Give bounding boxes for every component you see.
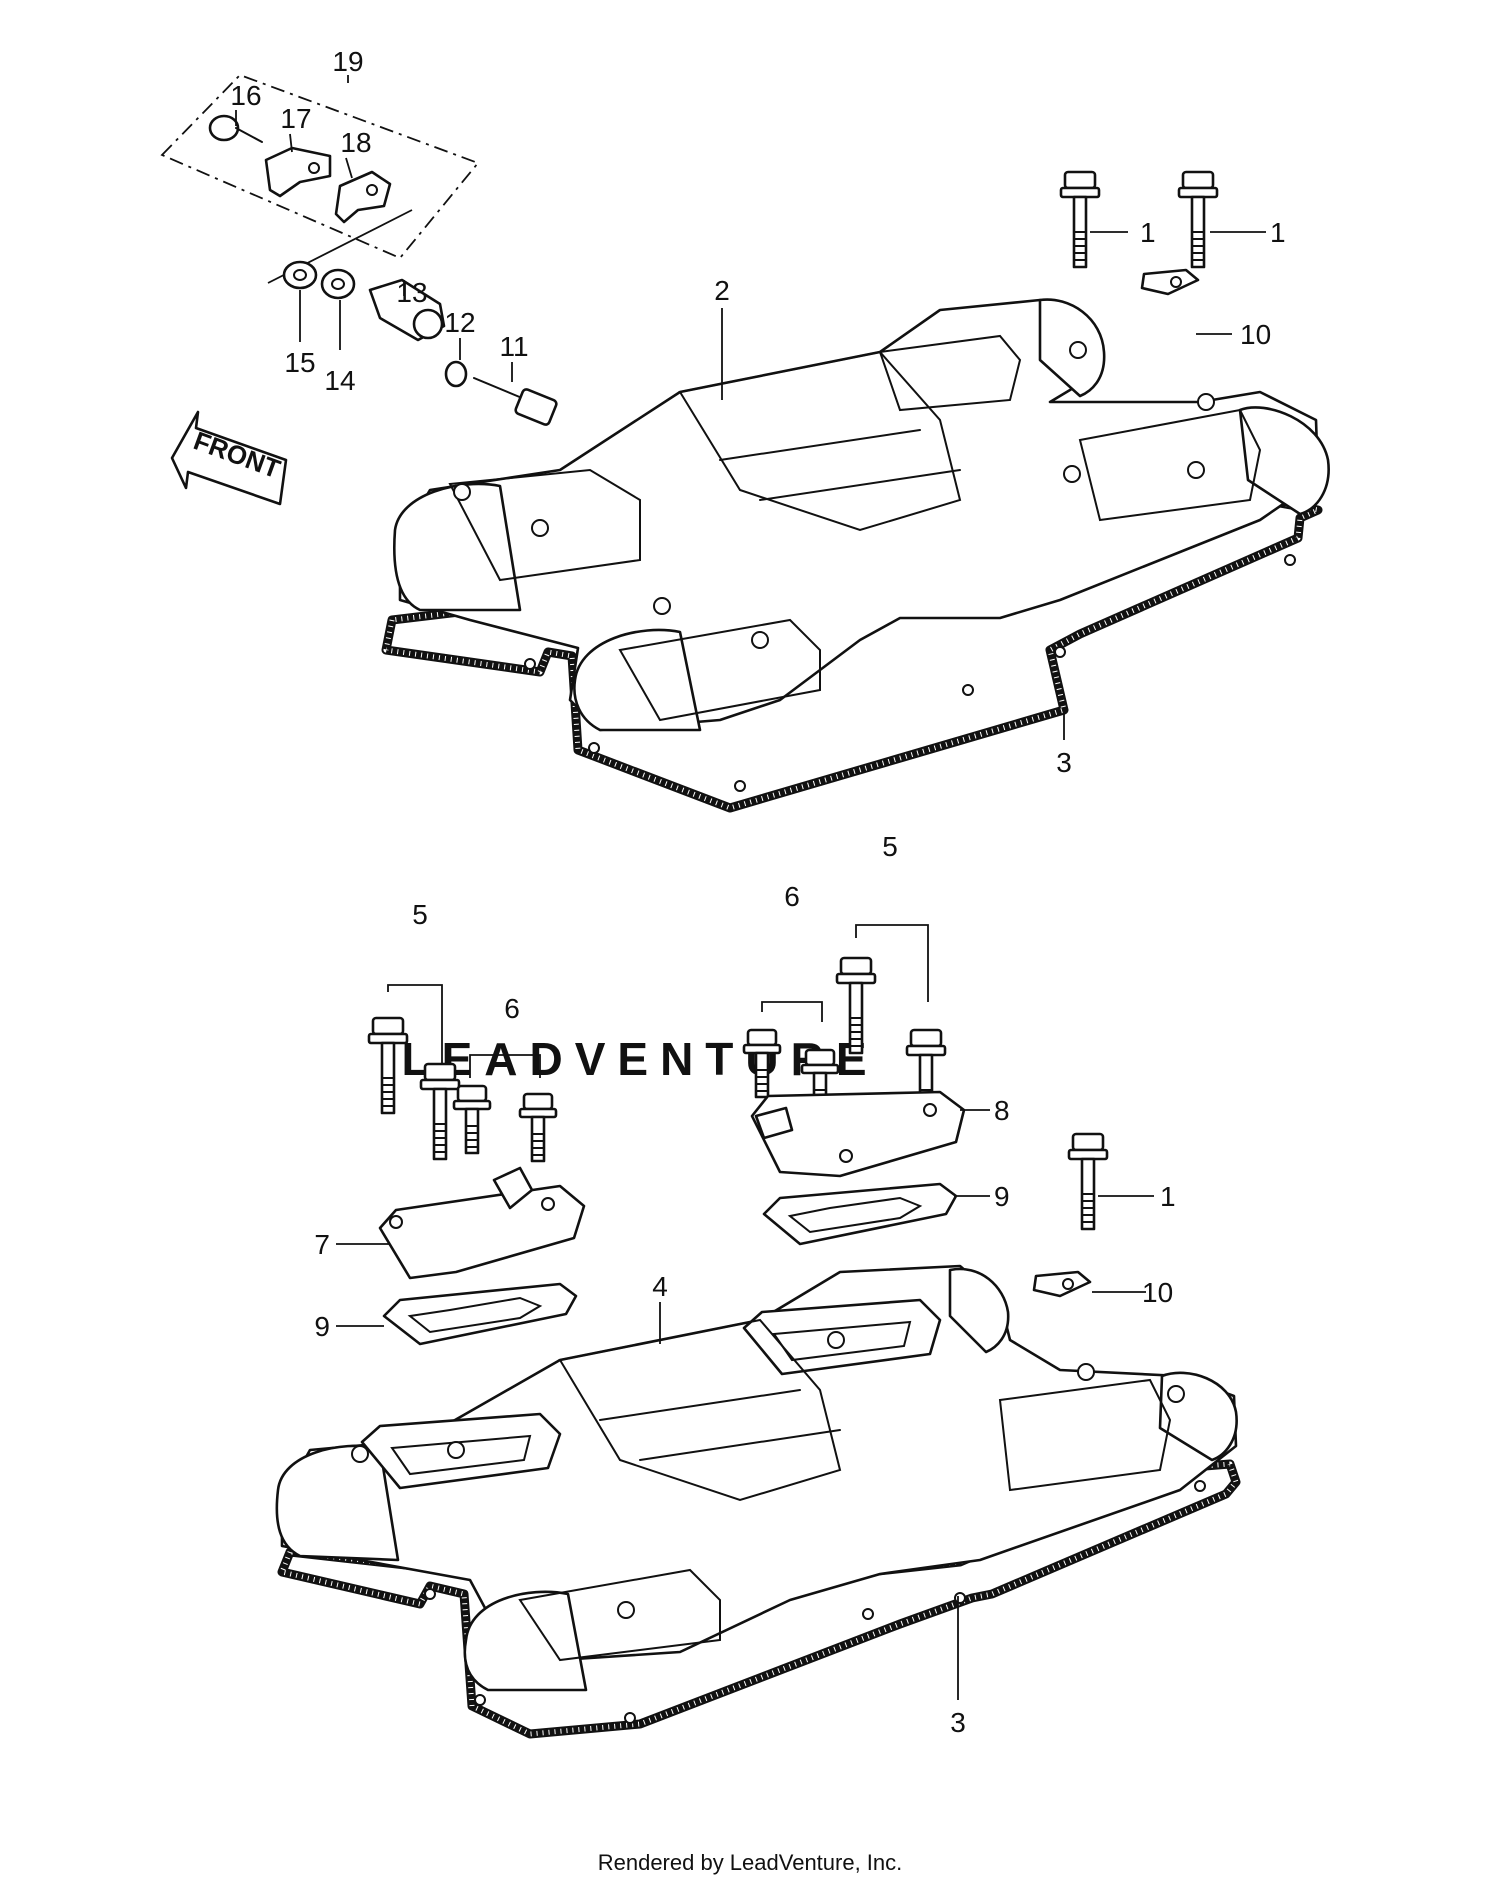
callout-3a: 3	[1056, 747, 1072, 778]
callout-9b: 9	[994, 1181, 1010, 1212]
callout-17: 17	[280, 103, 311, 134]
plate-9-right	[762, 1182, 958, 1246]
callout-18: 18	[340, 127, 371, 158]
callout-5a: 5	[412, 899, 428, 930]
clamp-10-upper	[1140, 268, 1200, 296]
callout-5b: 5	[882, 831, 898, 862]
callout-2: 2	[714, 275, 730, 306]
watermark: LEADVENTURE	[401, 1033, 878, 1085]
callout-1b: 1	[1270, 217, 1286, 248]
callout-16: 16	[230, 80, 261, 111]
callout-10b: 10	[1142, 1277, 1173, 1308]
callout-7: 7	[314, 1229, 330, 1260]
bolt-1-upper-left	[1059, 170, 1101, 269]
breather-cover-8	[750, 1090, 966, 1178]
callout-6b: 6	[784, 881, 800, 912]
detail-assembly	[160, 73, 558, 426]
bolt-1-lower	[1067, 1132, 1109, 1231]
o-ring-12	[444, 360, 468, 388]
bolt-5-left-b	[419, 1062, 461, 1161]
screw-16	[208, 114, 263, 143]
callout-10a: 10	[1240, 319, 1271, 350]
bolt-1-upper-right	[1177, 170, 1219, 269]
breather-cover-7	[378, 1184, 586, 1280]
footer-credit: Rendered by LeadVenture, Inc.	[598, 1850, 903, 1875]
callout-1a: 1	[1140, 217, 1156, 248]
front-arrow-icon: FRONT	[170, 410, 288, 506]
callout-15: 15	[284, 347, 315, 378]
gear-pin-11	[473, 377, 558, 426]
cam-17	[264, 146, 332, 198]
callout-4: 4	[652, 1271, 668, 1302]
callout-12: 12	[444, 307, 475, 338]
cam-18	[334, 170, 392, 224]
callout-14: 14	[324, 365, 355, 396]
bolt-6-left-a	[452, 1084, 492, 1155]
clamp-10-lower	[1032, 1270, 1092, 1298]
callout-3b: 3	[950, 1707, 966, 1738]
callout-1c: 1	[1160, 1181, 1176, 1212]
callout-19: 19	[332, 46, 363, 77]
callout-8: 8	[994, 1095, 1010, 1126]
lower-cover-assembly	[275, 924, 1241, 1739]
plate-9-left	[382, 1282, 578, 1346]
callout-6a: 6	[504, 993, 520, 1024]
bolt-6-left-b	[518, 1092, 558, 1163]
upper-cover-assembly	[381, 170, 1330, 813]
callout-9a: 9	[314, 1311, 330, 1342]
callout-13: 13	[396, 277, 427, 308]
head-cover-2	[398, 298, 1320, 732]
callout-11: 11	[499, 331, 528, 362]
callouts: 19 16 17 18 13 12 11 15 14 2 1 1 10 3 5 …	[230, 46, 1285, 1738]
